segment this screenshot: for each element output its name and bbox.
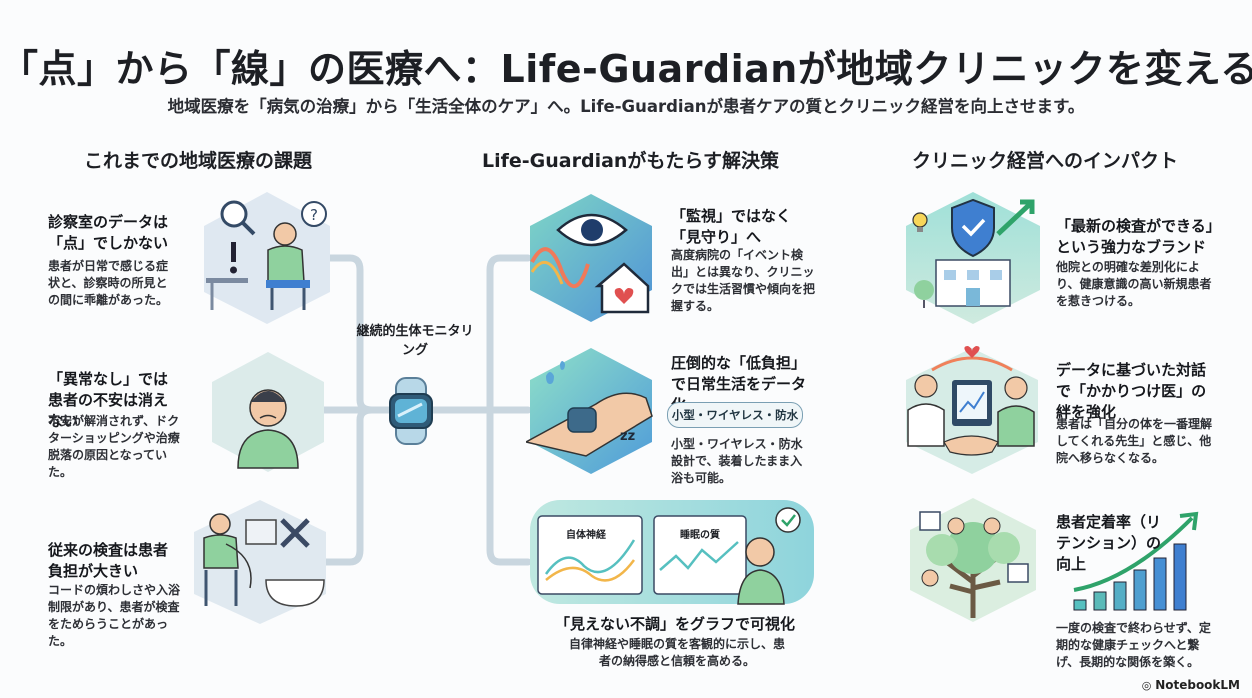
svg-text:?: ? (310, 206, 318, 224)
impact2-title: データに基づいた対話で「かかりつけ医」の絆を強化 (1056, 361, 1207, 421)
problem2-body: 不安が解消されず、ドクターショッピングや治療脱落の原因となっていた。 (48, 414, 180, 479)
solution3-illustration (530, 500, 814, 605)
solution1-title: 「監視」ではなく「見守り」へ (671, 207, 792, 246)
impact2-body: 患者は「自分の体を一番理解してくれる先生」と感じ、他院へ移らなくなる。 (1056, 417, 1213, 465)
problem1-illustration: ? (204, 192, 330, 324)
problem2-illustration (212, 352, 324, 472)
impact1-illustration (906, 192, 1040, 324)
column-heading-impact: クリニック経営へのインパクト (912, 150, 1179, 172)
impact3-body: 一度の検査で終わらせず、定期的な健康チェックへと繋げ、長期的な関係を築く。 (1056, 621, 1211, 669)
solution1-illustration (530, 194, 652, 322)
growth-bar-chart-icon (1073, 511, 1199, 611)
problem3-illustration (194, 500, 326, 624)
impact1-body: 他院との明確な差別化により、健康意識の高い新規患者を惹きつける。 (1056, 260, 1212, 308)
impact2-illustration (906, 346, 1038, 474)
notebooklm-logo-icon: ◎ (1141, 679, 1156, 692)
problem3-body: コードの煩わしさや入浴制限があり、患者が検査をためらうことがあった。 (48, 583, 181, 648)
solution2-feature-pill: 小型・ワイヤレス・防水 (667, 402, 803, 428)
solution1-body: 高度病院の「イベント検出」とは異なり、クリニックでは生活習慣や傾向を把握する。 (671, 248, 816, 313)
chart-label-sleep: 睡眠の質 (680, 530, 720, 541)
impact1-title: 「最新の検査ができる」という強力なブランド (1056, 217, 1214, 256)
notebooklm-brand: ◎ NotebookLM (1142, 678, 1240, 692)
brand-label: NotebookLM (1155, 678, 1240, 692)
solution3-title: 「見えない不調」をグラフで可視化 (554, 615, 795, 633)
problem1-body: 患者が日常で感じる症状と、診察時の所見との間に乖離があった。 (48, 259, 169, 307)
problem3-title: 従来の検査は患者負担が大きい (48, 541, 169, 580)
chart-label-autonomic: 自体神経 (566, 530, 606, 541)
impact3-title: 患者定着率（リテンション）の向上 (1056, 513, 1162, 573)
impact3-illustration (910, 498, 1036, 622)
wearable-device-icon (389, 377, 433, 445)
solution3-body: 自律神経や睡眠の質を客観的に示し、患者の納得感と信頼を高める。 (568, 637, 785, 668)
column-heading-solutions: Life-Guardianがもたらす解決策 (482, 150, 780, 172)
hub-label: 継続的生体モニタリング (356, 324, 474, 358)
problem2-title: 「異常なし」では患者の不安は消えない (48, 370, 169, 430)
svg-text:zz: zz (620, 429, 635, 444)
solution2-body: 小型・ワイヤレス・防水設計で、装着したまま入浴も可能。 (671, 437, 803, 485)
problem1-title: 診察室のデータは「点」でしかない (48, 213, 169, 252)
solution2-illustration: zz (526, 348, 653, 474)
page-subtitle: 地域医療を「病気の治療」から「生活全体のケア」へ。Life-Guardianが患… (167, 97, 1085, 116)
column-heading-problems: これまでの地域医療の課題 (84, 150, 313, 172)
page-title: 「点」から「線」の医療へ：Life-Guardianが地域クリニックを変える (0, 47, 1252, 91)
